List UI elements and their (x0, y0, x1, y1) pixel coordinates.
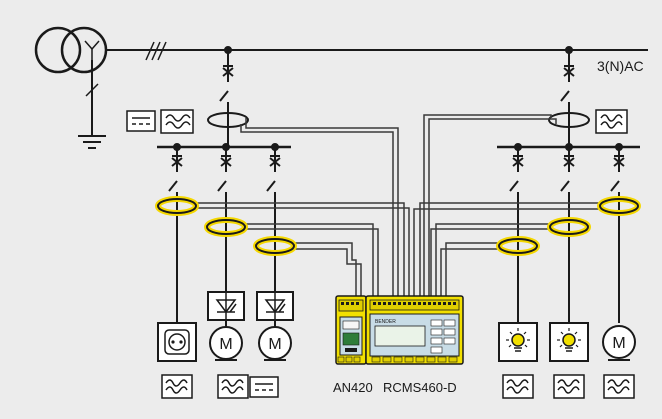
dc-symbol-box-left (126, 110, 156, 132)
ac-symbol-box-socket (161, 374, 193, 399)
main-busbar (106, 41, 648, 61)
rcms-brand-label: BENDER (375, 319, 396, 325)
svg-text:M: M (219, 336, 232, 353)
ac-symbol-box-motor3 (603, 374, 635, 399)
dc-symbol-box-motor1 (249, 376, 279, 398)
lamp-icon-1 (498, 322, 538, 362)
ac-symbol-box-left (160, 109, 194, 134)
svg-text:M: M (612, 335, 625, 352)
rcms-lcd-display (374, 325, 426, 347)
right-branches (509, 143, 625, 323)
transformer-symbol (34, 26, 108, 74)
branch-cts (155, 196, 641, 256)
ac-symbol-box-lamp1 (502, 374, 534, 399)
rcms-buttons (430, 319, 456, 354)
motor-icon-3: M (602, 325, 636, 361)
ct-right-feeder (548, 112, 590, 128)
system-label: 3(N)AC (597, 58, 644, 74)
motor-icon-2: M (258, 320, 292, 361)
an420-label: AN420 (333, 380, 373, 395)
svg-text:M: M (268, 336, 281, 353)
lamp-icon-2 (549, 322, 589, 362)
rcms460-label: RCMS460-D (383, 380, 457, 395)
socket-icon (157, 322, 197, 362)
rectifier-icon-2 (256, 291, 294, 321)
motor-icon-1: M (209, 320, 243, 361)
ac-symbol-box-right (595, 109, 628, 134)
an420-device (335, 295, 367, 365)
signal-wires (196, 114, 600, 296)
ct-left-feeder (207, 112, 249, 128)
rectifier-icon-1 (207, 291, 245, 321)
ac-symbol-box-motor1 (217, 374, 249, 399)
ac-symbol-box-lamp2 (553, 374, 585, 399)
rcms460-device: BENDER (365, 295, 464, 365)
earth-symbol (78, 60, 106, 149)
